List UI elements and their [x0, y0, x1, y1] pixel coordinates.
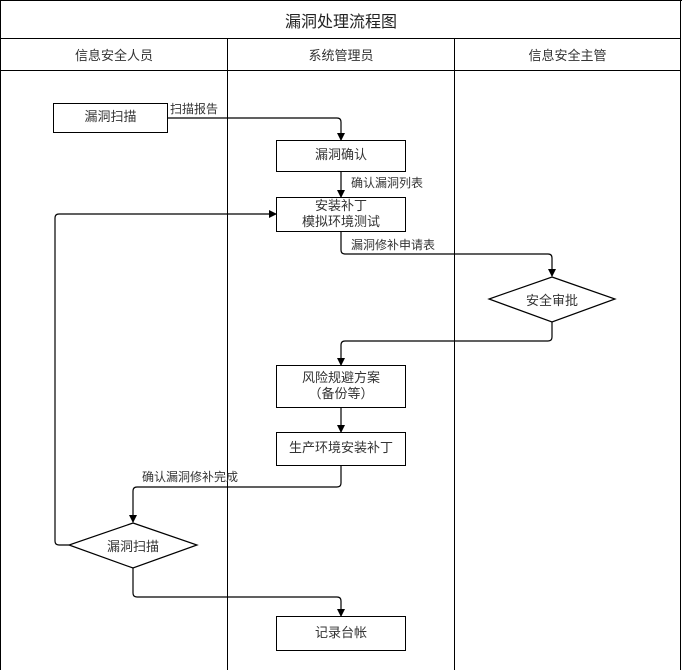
edge-label-confirm-list: 确认漏洞列表: [351, 176, 424, 190]
lane-header-security-staff: 信息安全人员: [74, 48, 153, 64]
lane-header-security-supervisor: 信息安全主管: [528, 48, 607, 64]
edge-label-repair-complete: 确认漏洞修补完成: [142, 470, 239, 484]
edge-scan2-to-record: [132, 568, 345, 617]
edge-install-to-approval: [340, 231, 556, 277]
node-label-line2: （备份等）: [308, 386, 374, 402]
lane-header-sysadmin: 系统管理员: [308, 48, 374, 64]
node-label: 记录台帐: [314, 625, 367, 641]
decision-approval-shape: [487, 276, 617, 323]
edge-scan1-to-confirm: [167, 117, 345, 141]
frame-right-border: [680, 0, 681, 670]
diagram-title: 漏洞处理流程图: [284, 11, 397, 31]
node-risk-avoidance-plan[interactable]: 风险规避方案 （备份等）: [276, 365, 406, 408]
node-security-approval[interactable]: 安全审批: [525, 293, 578, 309]
edge-label-repair-request: 漏洞修补申请表: [351, 238, 436, 252]
node-label: 漏洞扫描: [84, 110, 137, 125]
node-vuln-scan[interactable]: 漏洞扫描: [53, 103, 168, 133]
edge-prod-to-scan2: [129, 465, 342, 523]
node-label-line1: 安装补丁: [314, 198, 367, 214]
lane-divider-2: [454, 38, 455, 670]
header-divider: [0, 70, 681, 71]
node-vuln-rescan[interactable]: 漏洞扫描: [106, 539, 159, 555]
node-prod-install-patch[interactable]: 生产环境安装补丁: [276, 432, 406, 466]
node-vuln-confirm[interactable]: 漏洞确认: [276, 140, 406, 172]
node-label: 生产环境安装补丁: [288, 441, 393, 456]
node-record-ledger[interactable]: 记录台帐: [276, 616, 406, 651]
edge-approval-to-risk: [337, 322, 553, 366]
title-divider: [0, 38, 681, 39]
lane-divider-1: [227, 38, 228, 670]
frame-left-border: [0, 0, 1, 670]
node-label-line1: 风险规避方案: [301, 370, 380, 386]
frame-top-border: [0, 0, 682, 1]
node-label-line2: 模拟环境测试: [301, 214, 380, 230]
node-label: 漏洞确认: [314, 148, 367, 163]
decision-scan2-shape: [67, 522, 199, 569]
edge-scan2-loop-to-install: [54, 210, 277, 546]
edge-label-scan-report: 扫描报告: [170, 102, 219, 116]
node-install-patch-test[interactable]: 安装补丁 模拟环境测试: [276, 197, 406, 232]
